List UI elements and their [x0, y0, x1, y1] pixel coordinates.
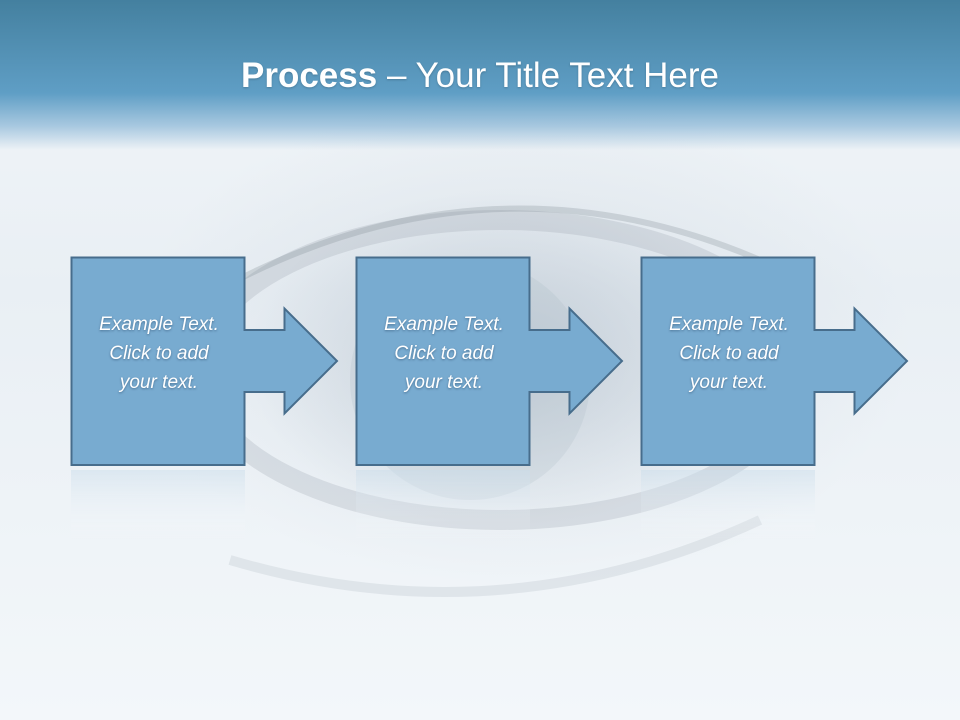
step-text[interactable]: Example Text. Click to add your text. [669, 314, 789, 393]
title-band [0, 0, 960, 150]
process-step-2[interactable]: Example Text. Click to add your text. [355, 256, 626, 468]
slide-title[interactable]: Process – Your Title Text Here [0, 54, 960, 98]
step-text[interactable]: Example Text. Click to add your text. [99, 314, 219, 393]
step-reflection [71, 470, 341, 540]
step-arrow-shape [355, 256, 624, 466]
process-step-3[interactable]: Example Text. Click to add your text. [640, 256, 911, 468]
step-arrow-shape [70, 256, 339, 466]
step-reflection [356, 470, 626, 540]
process-step-1[interactable]: Example Text. Click to add your text. [70, 256, 341, 468]
title-rest: – Your Title Text Here [377, 56, 719, 95]
step-text[interactable]: Example Text. Click to add your text. [384, 314, 504, 393]
step-reflection [641, 470, 911, 540]
step-arrow-shape [640, 256, 909, 466]
title-bold: Process [241, 56, 378, 95]
